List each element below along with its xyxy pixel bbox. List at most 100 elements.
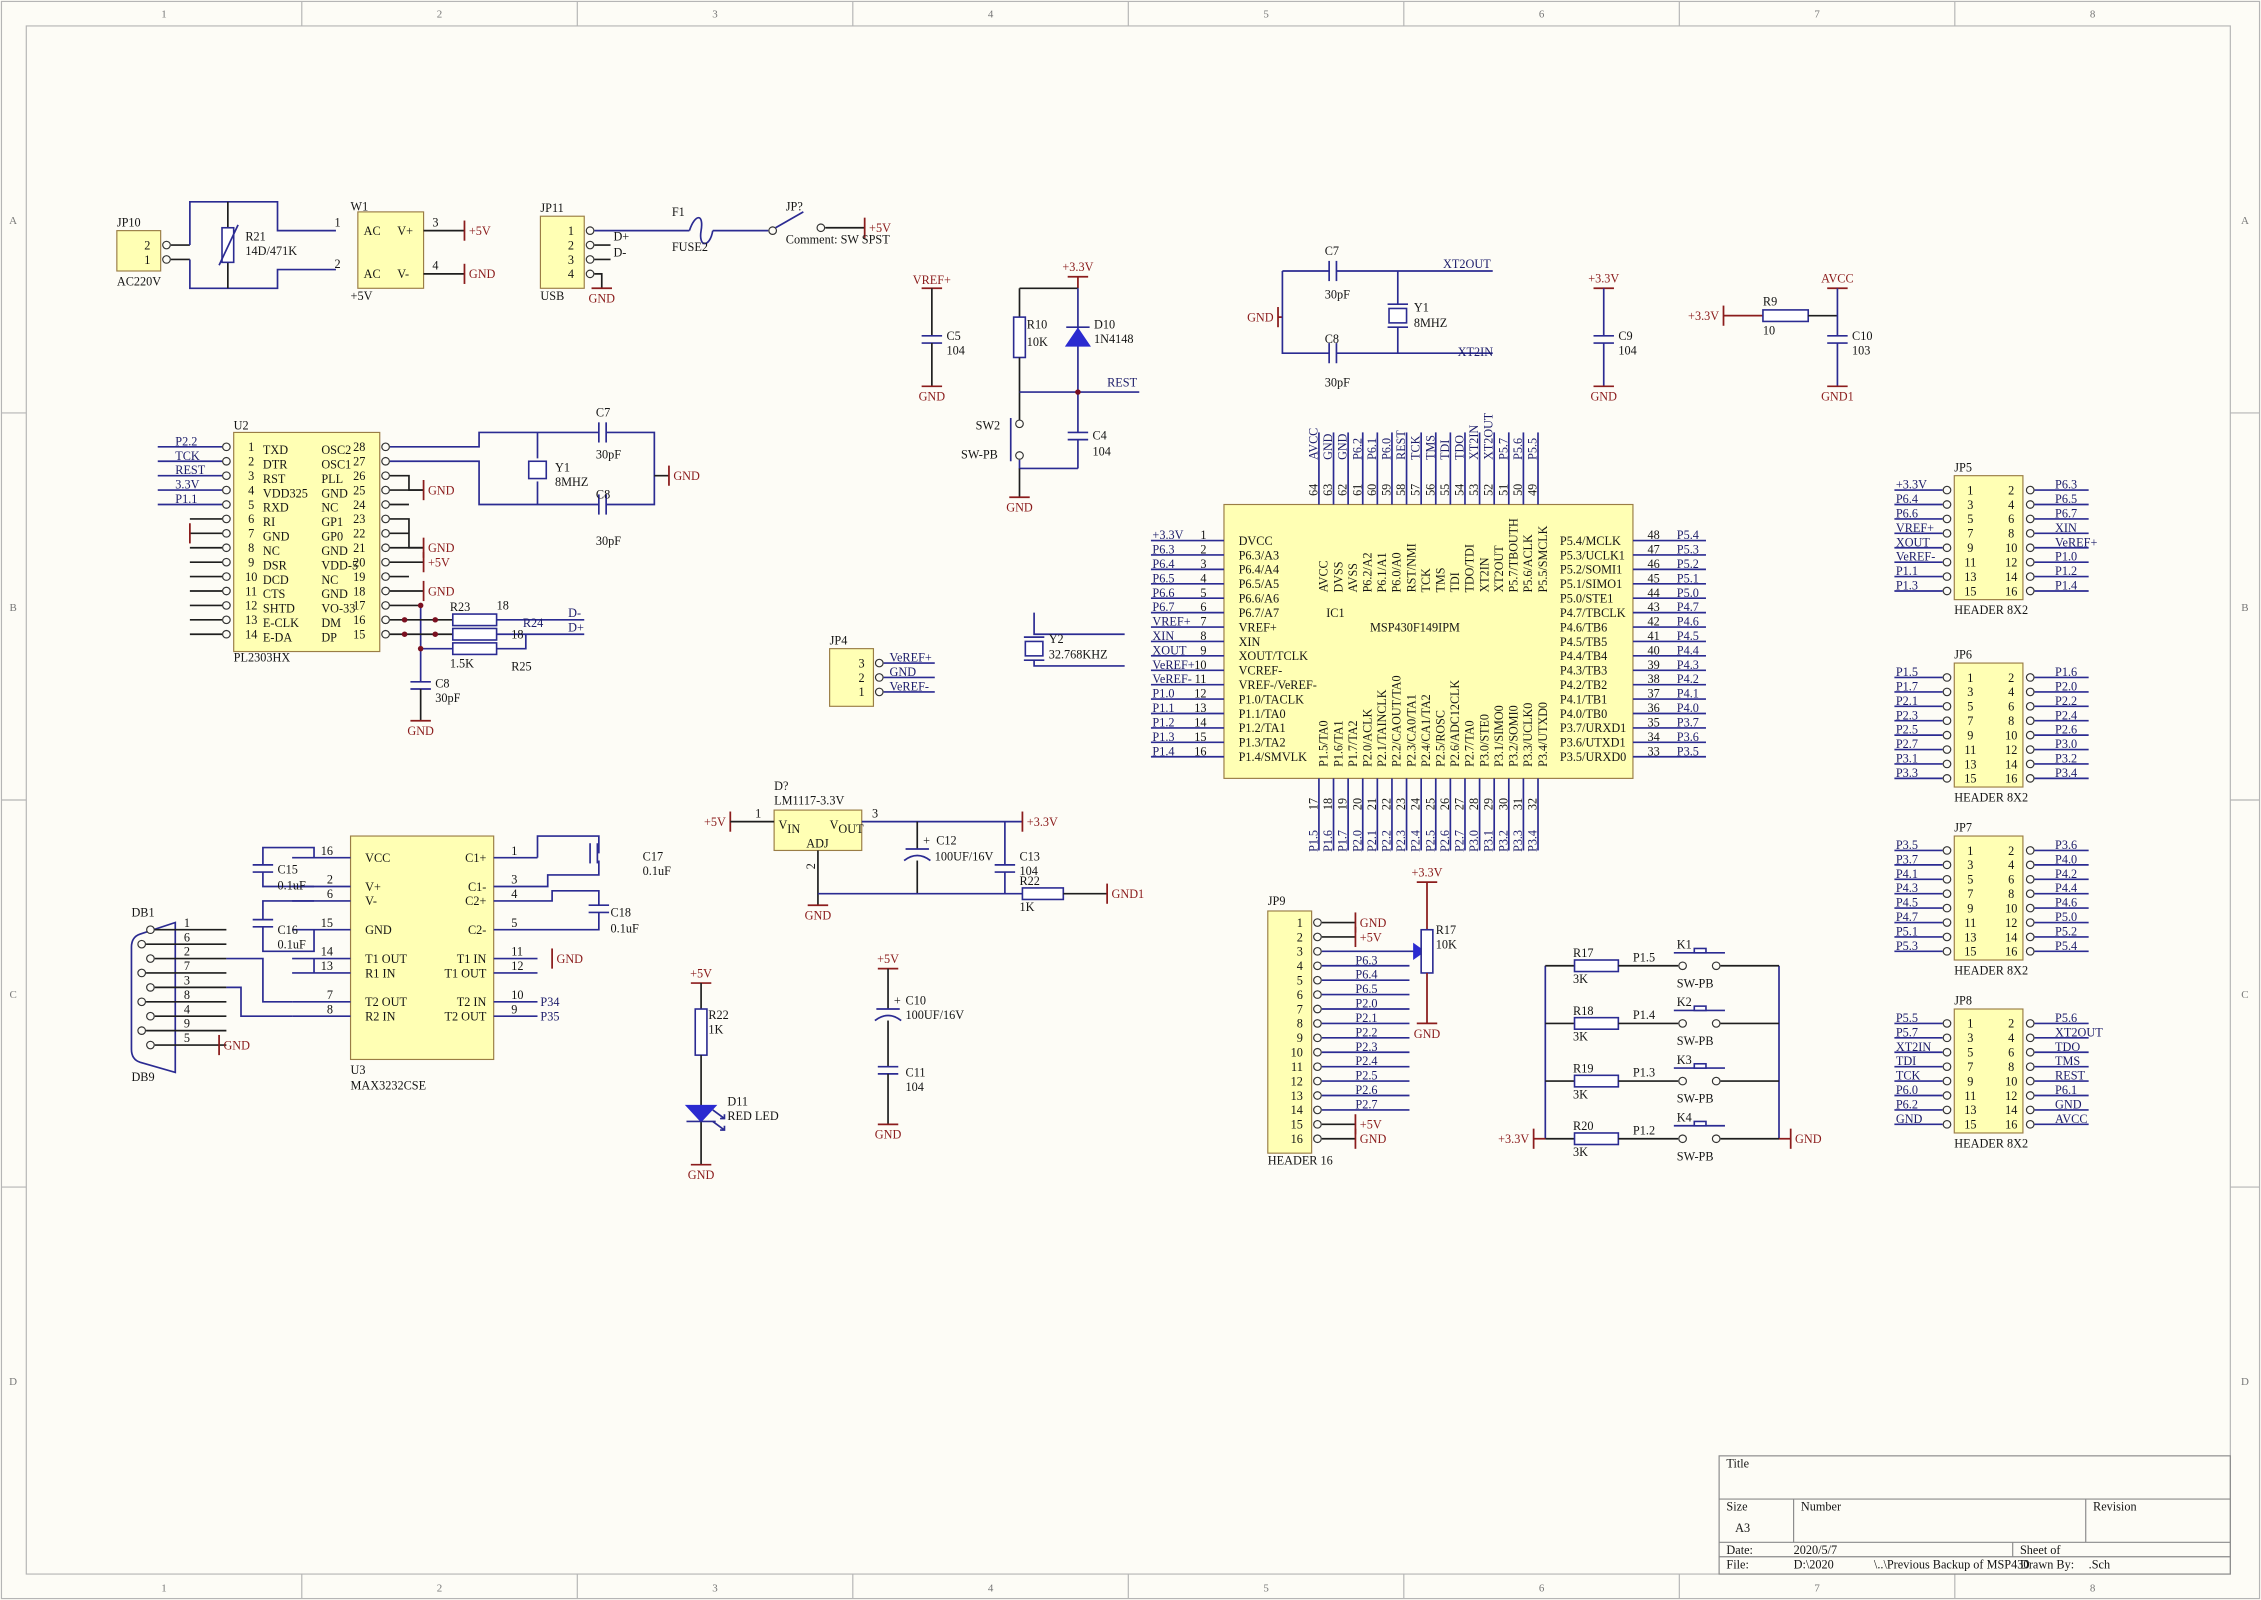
label-u3-c18_value: 0.1uF — [611, 922, 639, 936]
label-ldo-plus: + — [923, 834, 930, 848]
label-mcu-top-1-2: GND — [1321, 433, 1335, 459]
label-keys-rows-2-2: P1.3 — [1633, 1066, 1655, 1080]
label-u2-right-0-0: 28 — [353, 440, 365, 454]
label-headers-2-rows-4-3: P4.6 — [2055, 896, 2077, 910]
label-mcu-left-5-0: 6 — [1200, 600, 1206, 614]
label-jp4-ref: JP4 — [830, 633, 848, 647]
wire — [536, 835, 600, 858]
label-mcu-left-5-2: P6.7 — [1152, 600, 1174, 614]
label-mcu-left-4-1: P6.6/A6 — [1239, 592, 1280, 606]
label-mcu-bottom-8-1: P2.5/ROSC — [1433, 710, 1447, 767]
power-port-label: +5V — [869, 221, 891, 235]
label-headers-3-rows-1-1: P5.7 — [1896, 1025, 1918, 1039]
label-db9-value: DB9 — [131, 1070, 154, 1084]
pin-terminal — [2025, 572, 2035, 581]
switch-arm — [775, 211, 804, 229]
label-keys-rows-1-0: R18 — [1573, 1004, 1593, 1018]
power-port-label: GND — [1360, 1132, 1387, 1146]
power-port-label: GND — [1247, 311, 1274, 325]
pin-terminal — [1942, 1091, 1952, 1100]
label-headers-2-rows-0-3: P3.6 — [2055, 838, 2077, 852]
label-mcu-bottom-11-2: P3.0 — [1467, 830, 1481, 852]
label-u2-left-1-1: DTR — [263, 458, 288, 472]
junction-dot — [417, 645, 424, 652]
label-headers-2-rows-7-2: 16 — [2005, 945, 2017, 959]
label-u3-left-5-1: R1 IN — [365, 966, 396, 980]
label-ldo-c12_ref: C12 — [936, 834, 956, 848]
label-mcu-bottom-7-2: P2.4 — [1409, 830, 1423, 852]
label-ldo-vin: V — [778, 818, 787, 832]
label-jp4-pins-1-1: GND — [890, 665, 917, 679]
label-ldo-pins-1: 3 — [872, 806, 878, 820]
label-mcu-right-12-0: 36 — [1648, 701, 1660, 715]
label-mcu-left-5-1: P6.7/A7 — [1239, 606, 1280, 620]
power-port-label: GND — [805, 909, 832, 923]
resistor-body — [451, 642, 498, 656]
label-mcu-left-10-0: 11 — [1195, 672, 1207, 686]
label-headers-2-rows-2-0: 5 — [1967, 873, 1973, 887]
label-headers-1-rows-3-2: 8 — [2008, 714, 2014, 728]
label-jp9-pins-6: 7 — [1297, 1002, 1303, 1016]
label-u2-right-8-1: VDD-5 — [321, 558, 358, 572]
label-u2-left-6-1: GND — [263, 530, 290, 544]
label-headers-3-rows-5-3: P6.1 — [2055, 1083, 2077, 1097]
label-mcu-right-13-2: P3.7 — [1677, 716, 1699, 730]
label-u2-left-13-0: 14 — [245, 628, 257, 642]
label-u2-r25_value: 1.5K — [450, 656, 474, 670]
label-ldo-vin_sub: IN — [787, 822, 800, 836]
pin-terminal — [2025, 1091, 2035, 1100]
label-u3-c15_value: 0.1uF — [278, 878, 306, 892]
label-jp4-pins-0-1: VeREF+ — [890, 651, 932, 665]
wire — [218, 224, 239, 266]
label-mcu-left-8-1: XOUT/TCLK — [1239, 649, 1309, 663]
label-mcu-right-8-1: P4.4/TB4 — [1560, 649, 1607, 663]
pin-terminal — [381, 543, 390, 553]
resistor-body — [1021, 887, 1065, 901]
pin-terminal — [1942, 572, 1952, 581]
label-ac-w1_names-0: AC — [364, 224, 381, 238]
label-headers-2-rows-6-3: P5.2 — [2055, 925, 2077, 939]
label-u3-left-6-0: 7 — [327, 988, 333, 1002]
label-mcu-right-9-2: P4.3 — [1677, 658, 1699, 672]
pin-terminal — [585, 269, 595, 279]
label-headers-3-rows-7-0: 15 — [1964, 1118, 1976, 1132]
label-ldo-c12_value: 100UF/16V — [935, 850, 994, 864]
pin-terminal — [2025, 1076, 2035, 1086]
label-u3-c17_ref: C17 — [643, 850, 663, 864]
label-headers-1-rows-5-3: P3.0 — [2055, 737, 2077, 751]
label-mcu-bottom-14-2: P3.3 — [1511, 830, 1525, 852]
label-headers-2-rows-6-0: 13 — [1964, 930, 1976, 944]
label-u2-right-11-0: 17 — [353, 599, 365, 613]
label-headers-1-value: HEADER 8X2 — [1954, 791, 2028, 805]
label-headers-0-rows-1-3: P6.5 — [2055, 492, 2077, 506]
label-mcu-top-10-1: TDO/TDI — [1463, 544, 1477, 592]
label-headers-1-rows-5-0: 11 — [1964, 743, 1976, 757]
wire — [1033, 660, 1125, 667]
pin-terminal — [2025, 529, 2035, 538]
label-u2-left-8-1: DSR — [263, 558, 288, 572]
label-mcu-bottom-6-2: P2.3 — [1394, 830, 1408, 852]
label-mcu-top-6-1: RST/NMI — [1404, 543, 1418, 592]
zone-row-label: C — [2241, 989, 2248, 1001]
label-jp9-pins-13: 14 — [1291, 1103, 1303, 1117]
label-keys-rows-2-0: R19 — [1573, 1062, 1593, 1076]
label-mcu-right-0-0: 48 — [1648, 528, 1660, 542]
label-headers-1-rows-0-3: P1.6 — [2055, 665, 2077, 679]
label-headers-0-rows-3-1: VREF+ — [1896, 521, 1934, 535]
label-headers-0-rows-7-0: 15 — [1964, 584, 1976, 598]
pin-terminal — [2025, 701, 2035, 711]
label-title_block-path: \..\Previous Backup of MSP430 — [1874, 1557, 2030, 1571]
label-mcu-bottom-15-2: P3.4 — [1525, 830, 1539, 852]
pin-terminal — [222, 514, 231, 524]
label-ac-w1_names-2: V+ — [397, 224, 413, 238]
pin-terminal — [585, 240, 595, 250]
label-mcu-top-15-1: P5.5/SMCLK — [1536, 525, 1550, 592]
pin-terminal — [222, 615, 231, 625]
pin-terminal — [222, 586, 231, 596]
label-headers-0-rows-7-3: P1.4 — [2055, 579, 2077, 593]
label-u2-r25_ref: R25 — [511, 659, 531, 673]
label-mcu-right-14-0: 34 — [1648, 730, 1660, 744]
label-mcu-bottom-11-0: 28 — [1467, 798, 1481, 810]
label-mcu-bottom-3-1: P2.0/ACLK — [1360, 709, 1374, 767]
label-c9-value: 104 — [1618, 344, 1636, 358]
